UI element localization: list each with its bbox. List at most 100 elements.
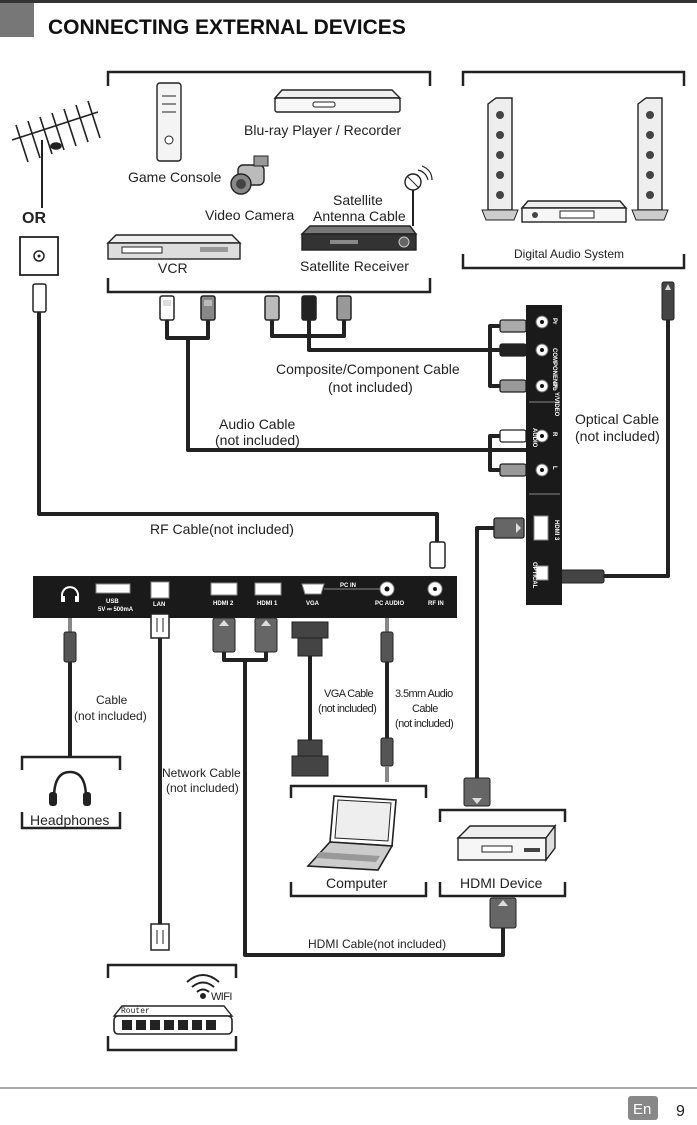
source-devices-bracket-top <box>106 70 432 86</box>
page-number: 9 <box>676 1103 685 1120</box>
side-port-hdmi3: HDMI 3 <box>553 520 559 541</box>
header-top-bar <box>0 0 697 3</box>
side-plug-audio-l <box>499 463 527 477</box>
side-port-l: L <box>551 466 557 470</box>
headphones-bracket <box>20 755 122 830</box>
network-cable-label-2: (not included) <box>166 781 239 795</box>
tv-port-vga: VGA <box>306 601 320 607</box>
hdmi-device-plug-bottom <box>489 897 517 929</box>
hdmi2-plug <box>212 617 236 653</box>
vcr-audio-plug-l <box>159 295 175 321</box>
router-icon <box>112 1005 234 1035</box>
vcr-audio-plug-r <box>200 295 216 321</box>
vga-cable-label-1: VGA Cable <box>324 688 374 700</box>
bluray-player-icon <box>273 89 402 113</box>
vcr-icon <box>106 234 242 260</box>
side-port-audio: AUDIO <box>531 428 537 448</box>
tv-port-usb-rating: 5V ⎓ 500mA <box>98 607 134 613</box>
audio35-cable-label-1: 3.5mm Audio <box>395 688 453 700</box>
network-cable-label-1: Network Cable <box>162 766 241 780</box>
tv-side-panel <box>526 305 562 605</box>
side-port-pr: Pr <box>551 318 557 325</box>
or-label: OR <box>22 210 46 227</box>
wifi-label: WIFI <box>211 991 232 1003</box>
rf-cable <box>37 308 439 546</box>
headphones-icon <box>49 770 91 806</box>
lan-plug <box>150 613 170 639</box>
header-square <box>0 3 34 37</box>
hdmi3-cable <box>475 526 504 782</box>
hdmi-cable-label: HDMI Cable(not included) <box>308 937 446 951</box>
video-camera-icon <box>230 155 269 195</box>
tv-port-lan: LAN <box>153 602 165 608</box>
side-plug-y <box>499 379 527 393</box>
hdmi-device-plug-top <box>463 777 491 807</box>
router-bracket <box>106 963 238 1052</box>
headphone-plug <box>63 618 77 663</box>
composite-cable <box>270 316 528 388</box>
pc-audio-plug-bottom <box>380 737 394 782</box>
computer-label: Computer <box>326 875 388 891</box>
side-plug-pb <box>499 343 527 357</box>
side-port-r: R <box>551 432 557 437</box>
hdmi-device-label: HDMI Device <box>460 875 543 891</box>
computer-bracket <box>289 784 428 898</box>
side-plug-pr <box>499 319 527 333</box>
audio-cable-label-2: (not included) <box>215 432 300 448</box>
tv-port-hdmi2: HDMI 2 <box>213 601 234 607</box>
tv-port-pc-in: PC IN <box>340 583 356 589</box>
speaker-left-icon <box>481 97 519 221</box>
satellite-receiver-icon <box>300 225 418 251</box>
wifi-icon <box>186 974 220 999</box>
composite-plug-2 <box>301 295 317 321</box>
vcr-label: VCR <box>158 260 188 276</box>
video-camera-label: Video Camera <box>205 207 294 223</box>
vga-plug-bottom <box>291 739 329 777</box>
optical-cable-label-2: (not included) <box>575 428 660 444</box>
rf-cable-label: RF Cable(not included) <box>150 521 294 537</box>
audio35-cable-label-2: Cable <box>412 703 438 715</box>
vga-cable-label-2: (not included) <box>318 703 376 715</box>
composite-plug-1 <box>264 295 280 321</box>
optical-plug-tv <box>559 569 605 584</box>
language-badge <box>628 1096 658 1120</box>
rf-tv-plug <box>429 541 446 569</box>
page-title: CONNECTING EXTERNAL DEVICES <box>48 16 406 39</box>
hdmi-device-icon <box>456 823 557 863</box>
satellite-antenna-cable-label-2: Antenna Cable <box>313 208 406 224</box>
optical-cable <box>602 318 670 578</box>
tv-port-usb: USB <box>106 599 119 605</box>
laptop-icon <box>306 795 397 871</box>
optical-cable-label-1: Optical Cable <box>575 411 659 427</box>
side-port-y: Y/VIDEO <box>553 392 559 417</box>
optical-plug-top <box>661 281 675 321</box>
audio-system-bracket <box>461 70 686 270</box>
satellite-dish-icon <box>404 165 433 226</box>
speaker-right-icon <box>631 97 669 221</box>
side-port-pb: Pb <box>551 383 557 391</box>
tv-port-rf-in: RF IN <box>428 601 444 607</box>
tv-port-pc-audio: PC AUDIO <box>375 601 404 607</box>
antenna-icon <box>11 100 101 208</box>
rf-wall-plug <box>32 283 47 313</box>
game-console-icon <box>156 82 182 162</box>
vga-plug-top <box>291 621 329 657</box>
composite-cable-label-2: (not included) <box>328 379 413 395</box>
hdmi-device-bracket <box>438 808 567 898</box>
satellite-receiver-label: Satellite Receiver <box>300 258 409 274</box>
pc-audio-plug-top <box>380 618 394 663</box>
tv-bottom-panel <box>33 576 457 618</box>
bluray-label: Blu-ray Player / Recorder <box>244 122 402 138</box>
side-port-optical: OPTICAL <box>531 562 537 589</box>
satellite-antenna-cable-label-1: Satellite <box>333 192 383 208</box>
tv-port-hdmi1: HDMI 1 <box>257 601 278 607</box>
side-plug-audio-r <box>499 429 527 443</box>
audio-receiver-icon <box>520 200 628 223</box>
wall-socket-icon <box>19 236 59 276</box>
side-port-component: COMPONENT <box>551 348 557 387</box>
composite-cable-label-1: Composite/Component Cable <box>276 361 460 377</box>
composite-plug-3 <box>336 295 352 321</box>
language-label: En <box>633 1101 651 1118</box>
audio-cable-top <box>165 316 528 452</box>
